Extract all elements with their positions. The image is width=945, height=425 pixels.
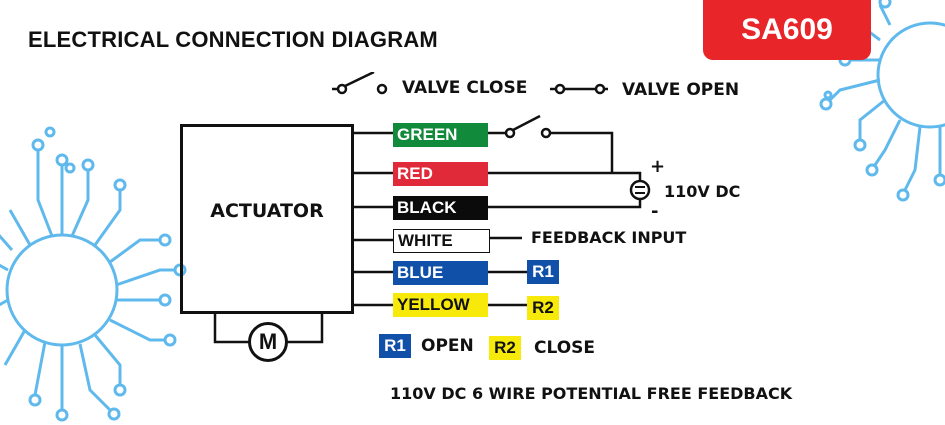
green-switch-contact — [504, 127, 516, 139]
switch-closed-symbol — [550, 83, 608, 95]
actuator-label: ACTUATOR — [210, 200, 324, 222]
actuator-box — [180, 124, 354, 314]
wire-yellow: YELLOW — [393, 293, 488, 317]
legend-valve-close: VALVE CLOSE — [402, 78, 528, 98]
legend-valve-open: VALVE OPEN — [622, 80, 740, 100]
model-badge: SA609 — [703, 0, 871, 60]
footer-note: 110V DC 6 WIRE POTENTIAL FREE FEEDBACK — [390, 384, 793, 403]
wire-black: BLACK — [393, 196, 488, 220]
legend-relay-r1: R1 — [379, 334, 411, 358]
relay-tag-r2: R2 — [527, 296, 559, 320]
positive-terminal: + — [650, 156, 666, 177]
relay-tag-r1: R1 — [527, 260, 559, 284]
wire-blue: BLUE — [393, 261, 488, 285]
wire-red: RED — [393, 162, 488, 186]
dc-source-symbol — [629, 179, 651, 201]
motor-symbol: M — [248, 322, 288, 362]
wire-white: WHITE — [393, 229, 490, 253]
page-title: ELECTRICAL CONNECTION DIAGRAM — [28, 27, 438, 52]
legend-relay-r2-meaning: CLOSE — [534, 338, 596, 358]
circuit-hub-right — [876, 21, 945, 129]
supply-voltage-label: 110V DC — [664, 182, 741, 201]
feedback-input-label: FEEDBACK INPUT — [531, 228, 687, 247]
legend-relay-r1-meaning: OPEN — [421, 336, 474, 356]
negative-terminal: - — [651, 201, 659, 222]
switch-open-symbol — [332, 72, 388, 95]
wire-green: GREEN — [393, 123, 488, 147]
legend-relay-r2: R2 — [489, 336, 521, 360]
